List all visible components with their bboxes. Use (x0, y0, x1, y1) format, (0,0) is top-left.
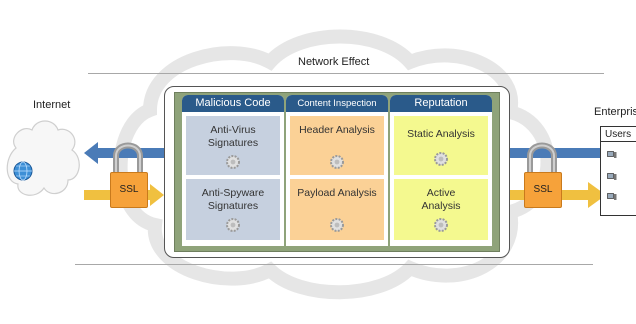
internet-cloud-icon (6, 120, 80, 196)
gear-icon (226, 218, 240, 232)
cell-label: Static Analysis (407, 128, 475, 140)
column-heading: Content Inspection (286, 95, 388, 112)
cell-anti-virus: Anti-Virus Signatures (186, 116, 280, 175)
top-divider (88, 73, 604, 74)
enterprise-label: Enterprise (594, 106, 636, 118)
column-content-inspection: Content Inspection Header Analysis Paylo… (286, 95, 388, 246)
cell-active-analysis: Active Analysis (394, 179, 488, 240)
cell-label: Active Analysis (421, 187, 461, 212)
cell-label: Payload Analysis (297, 187, 377, 199)
column-malicious-code: Malicious Code Anti-Virus Signatures Ant… (182, 95, 284, 246)
ssl-badge-right: SSL (524, 172, 562, 208)
arrow-blue-outbound (84, 142, 164, 164)
cell-payload-analysis: Payload Analysis (290, 179, 384, 240)
diagram-title: Network Effect (298, 56, 370, 68)
column-heading: Malicious Code (182, 95, 284, 112)
gear-icon (330, 155, 344, 169)
users-panel: Users (600, 126, 636, 216)
gear-icon (226, 155, 240, 169)
cell-label: Header Analysis (299, 124, 375, 136)
lock-shackle-icon (113, 142, 143, 176)
ssl-badge-left: SSL (110, 172, 148, 208)
gear-icon (330, 218, 344, 232)
ssl-lock-right: SSL (522, 138, 562, 214)
users-heading: Users (601, 127, 636, 142)
cell-label: Anti-Virus Signatures (207, 124, 259, 149)
internet-label: Internet (33, 99, 71, 111)
column-reputation: Reputation Static Analysis Active Analys… (390, 95, 492, 246)
cell-label: Anti-Spyware Signatures (201, 187, 265, 212)
bottom-divider (75, 264, 593, 265)
column-heading: Reputation (390, 95, 492, 112)
lock-shackle-icon (527, 142, 557, 176)
cell-static-analysis: Static Analysis (394, 116, 488, 175)
cell-header-analysis: Header Analysis (290, 116, 384, 175)
globe-icon (13, 161, 33, 181)
computer-icon (607, 173, 617, 180)
ssl-lock-left: SSL (108, 138, 148, 214)
arrow-blue-outbound-right (510, 148, 606, 158)
computer-icon (607, 193, 617, 200)
gear-icon (434, 218, 448, 232)
cell-anti-spyware: Anti-Spyware Signatures (186, 179, 280, 240)
gear-icon (434, 152, 448, 166)
computer-icon (607, 151, 617, 158)
